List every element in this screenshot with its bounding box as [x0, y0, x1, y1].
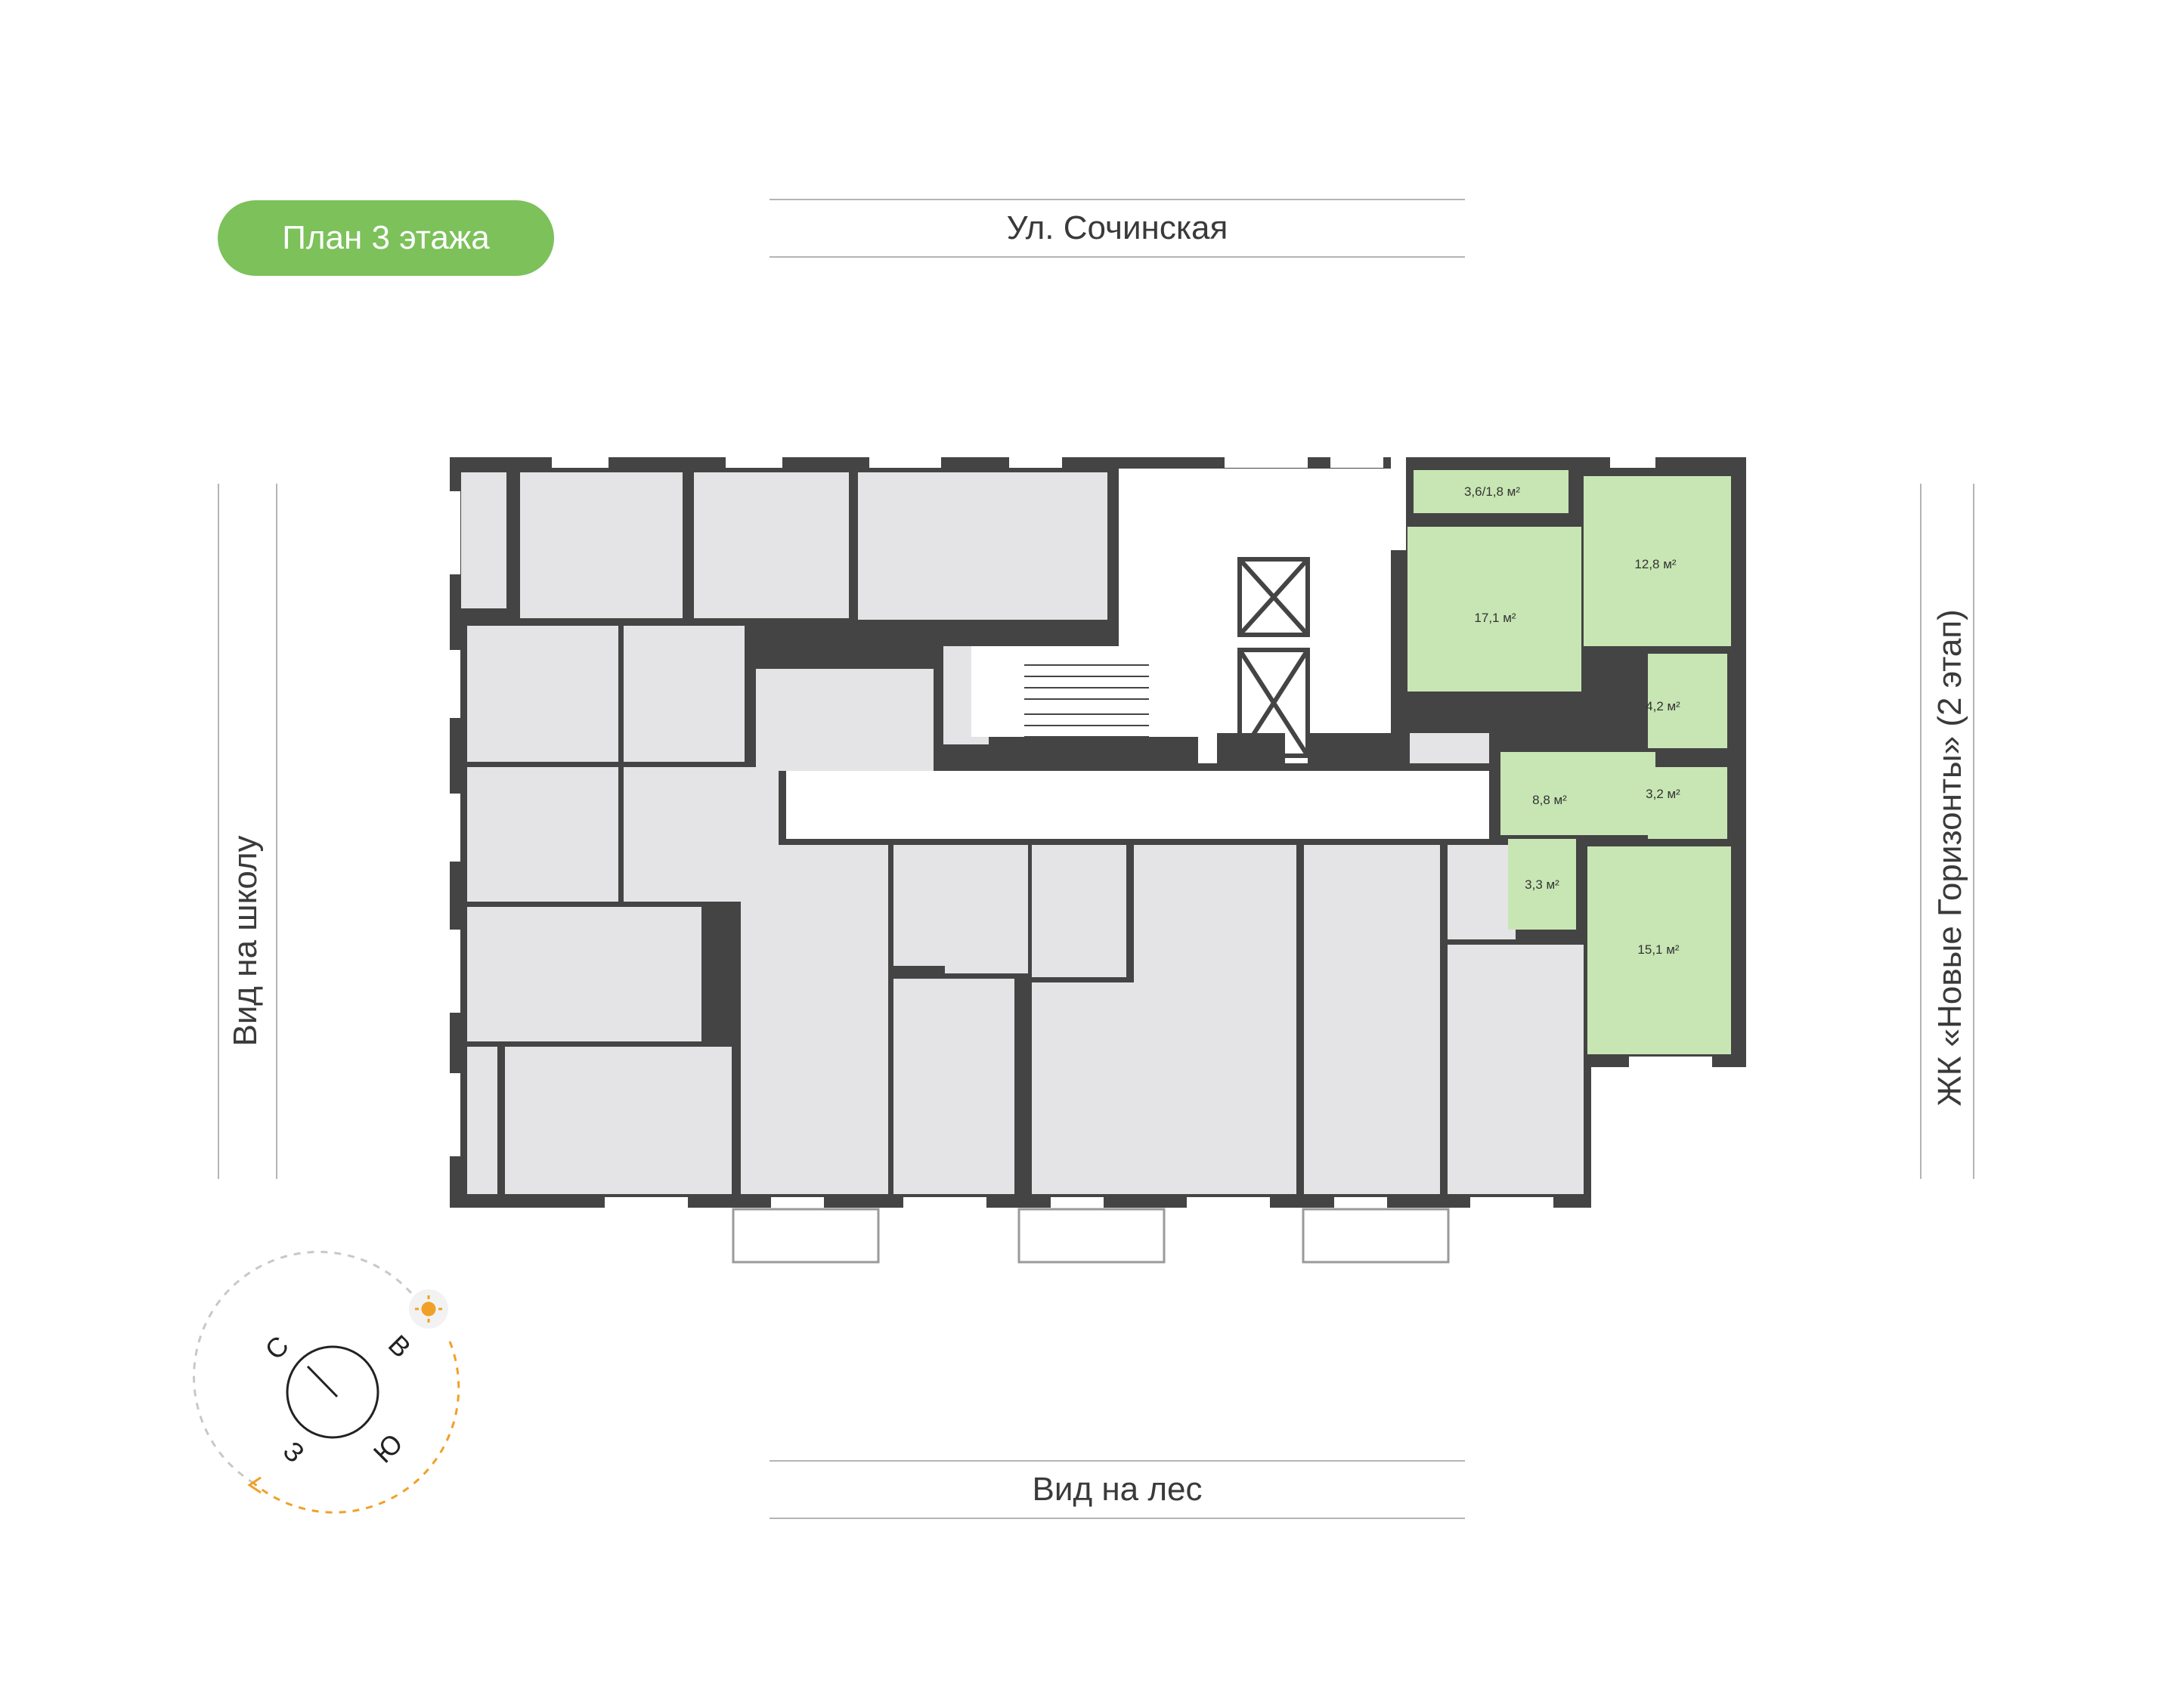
- label-wc: 3,2 м²: [1646, 787, 1680, 801]
- label-bath: 4,2 м²: [1646, 699, 1680, 713]
- label-bedroom-2: 15,1 м²: [1637, 942, 1679, 957]
- room-bedroom-1[interactable]: [1584, 476, 1731, 646]
- view-forest-label: Вид на лес: [770, 1460, 1465, 1519]
- room-balcony[interactable]: [1414, 470, 1568, 513]
- compass: С В Ю З: [193, 1251, 460, 1514]
- highlighted-apartment[interactable]: [1407, 470, 1731, 1054]
- label-storage: 3,3 м²: [1525, 877, 1559, 892]
- room-bedroom-2[interactable]: [1587, 846, 1731, 1054]
- compass-east: В: [382, 1329, 417, 1363]
- right-line-2: [1973, 484, 1974, 1179]
- compass-north: С: [259, 1329, 294, 1365]
- compass-west: З: [277, 1435, 311, 1468]
- right-line-1: [1920, 484, 1922, 1179]
- room-wc[interactable]: [1648, 767, 1727, 839]
- staircase: [1024, 664, 1149, 738]
- label-kitchen: 17,1 м²: [1474, 611, 1516, 625]
- street-label: Ул. Сочинская: [770, 199, 1465, 258]
- label-balcony: 3,6/1,8 м²: [1464, 484, 1520, 499]
- label-bedroom-1: 12,8 м²: [1634, 557, 1676, 571]
- room-labels: 3,6/1,8 м² 17,1 м² 12,8 м² 4,2 м² 8,8 м²…: [1464, 484, 1680, 957]
- room-kitchen[interactable]: [1407, 527, 1581, 692]
- floor-plan-badge: План 3 этажа: [218, 200, 554, 276]
- left-view-line-2: [276, 484, 277, 1179]
- compass-ring: [286, 1345, 379, 1439]
- room-storage[interactable]: [1508, 839, 1576, 930]
- compass-south: Ю: [367, 1428, 409, 1469]
- room-hall[interactable]: [1500, 752, 1655, 835]
- building-core: [786, 469, 1489, 839]
- other-units: [461, 472, 1584, 1194]
- balconies: [732, 1208, 1450, 1264]
- room-bath[interactable]: [1648, 654, 1727, 748]
- left-view-line-1: [218, 484, 219, 1179]
- sun-icon: [415, 1295, 442, 1323]
- arrow-icon: [247, 1476, 262, 1494]
- lift-shafts: [1237, 557, 1310, 758]
- label-hall: 8,8 м²: [1532, 793, 1567, 807]
- windows: [450, 457, 1712, 1208]
- compass-needle: [306, 1365, 339, 1398]
